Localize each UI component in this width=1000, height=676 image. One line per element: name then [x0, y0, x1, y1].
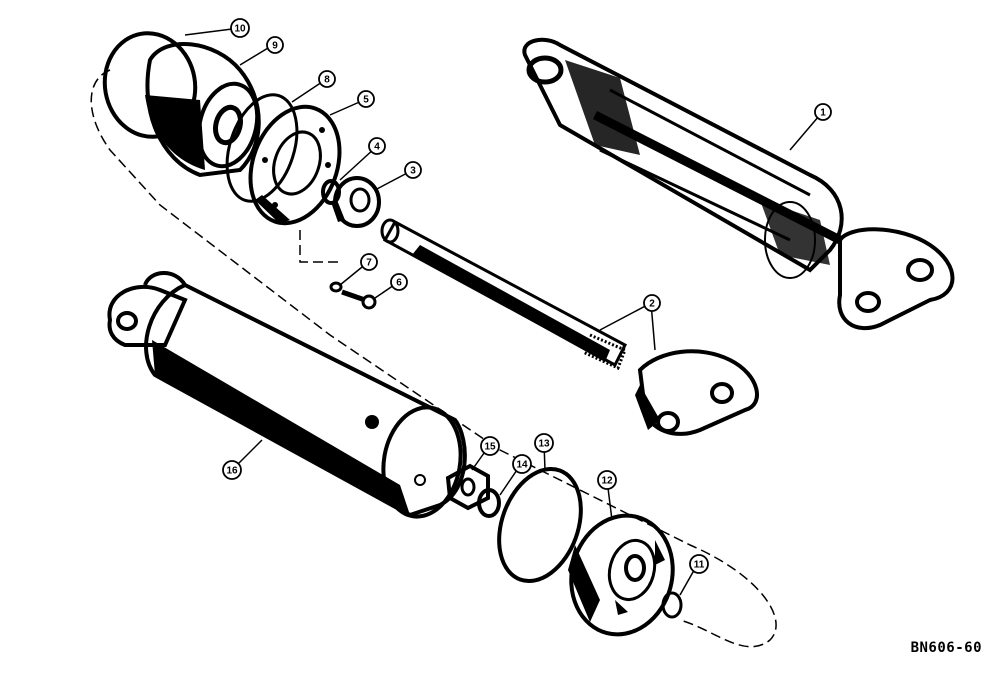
svg-text:6: 6: [396, 278, 402, 289]
piston-snap-ring: [661, 591, 683, 619]
svg-text:3: 3: [410, 166, 416, 177]
callout-8: 8: [318, 70, 336, 88]
head-o-ring: [102, 31, 198, 139]
callout-1: 1: [814, 103, 832, 121]
piston-rod-with-clevis: [380, 218, 759, 436]
piston: [568, 513, 675, 637]
callout-11: 11: [689, 554, 709, 574]
figure-reference-code: BN606-60: [910, 640, 982, 656]
svg-text:4: 4: [374, 142, 380, 153]
piston-nut: [445, 463, 490, 511]
piston-o-ring: [497, 466, 583, 584]
svg-text:2: 2: [649, 299, 655, 310]
assembly-guide-dashed-line: [90, 69, 777, 648]
svg-text:7: 7: [366, 258, 372, 269]
svg-text:5: 5: [363, 95, 369, 106]
svg-text:14: 14: [516, 460, 528, 471]
svg-text:1: 1: [820, 108, 826, 119]
callout-15: 15: [480, 436, 500, 456]
svg-text:12: 12: [601, 476, 613, 487]
callout-5: 5: [357, 90, 375, 108]
callout-6: 6: [390, 273, 408, 291]
callout-10: 10: [230, 18, 250, 38]
cap-screw: [341, 289, 377, 310]
svg-text:8: 8: [324, 75, 330, 86]
piston-washer: [477, 488, 501, 518]
svg-text:9: 9: [272, 41, 278, 52]
rod-seal-ring: [321, 179, 341, 205]
callout-13: 13: [534, 433, 554, 453]
callout-leaders: [184, 27, 820, 596]
callout-2: 2: [643, 294, 661, 312]
callout-12: 12: [597, 470, 617, 490]
callout-16: 16: [222, 460, 242, 480]
svg-text:16: 16: [226, 466, 238, 477]
svg-text:13: 13: [538, 439, 550, 450]
lock-washer: [329, 281, 343, 293]
callout-7: 7: [360, 253, 378, 271]
cylinder-barrel: [107, 271, 467, 519]
head-flange-plate: [248, 104, 342, 226]
callout-4: 4: [368, 137, 386, 155]
svg-text:15: 15: [484, 442, 496, 453]
callout-9: 9: [266, 36, 284, 54]
assembled-cylinder: [522, 37, 955, 331]
callout-14: 14: [512, 454, 532, 474]
callout-3: 3: [404, 161, 422, 179]
svg-text:11: 11: [694, 560, 705, 571]
svg-text:10: 10: [234, 24, 246, 35]
head-snap-ring: [225, 93, 299, 203]
